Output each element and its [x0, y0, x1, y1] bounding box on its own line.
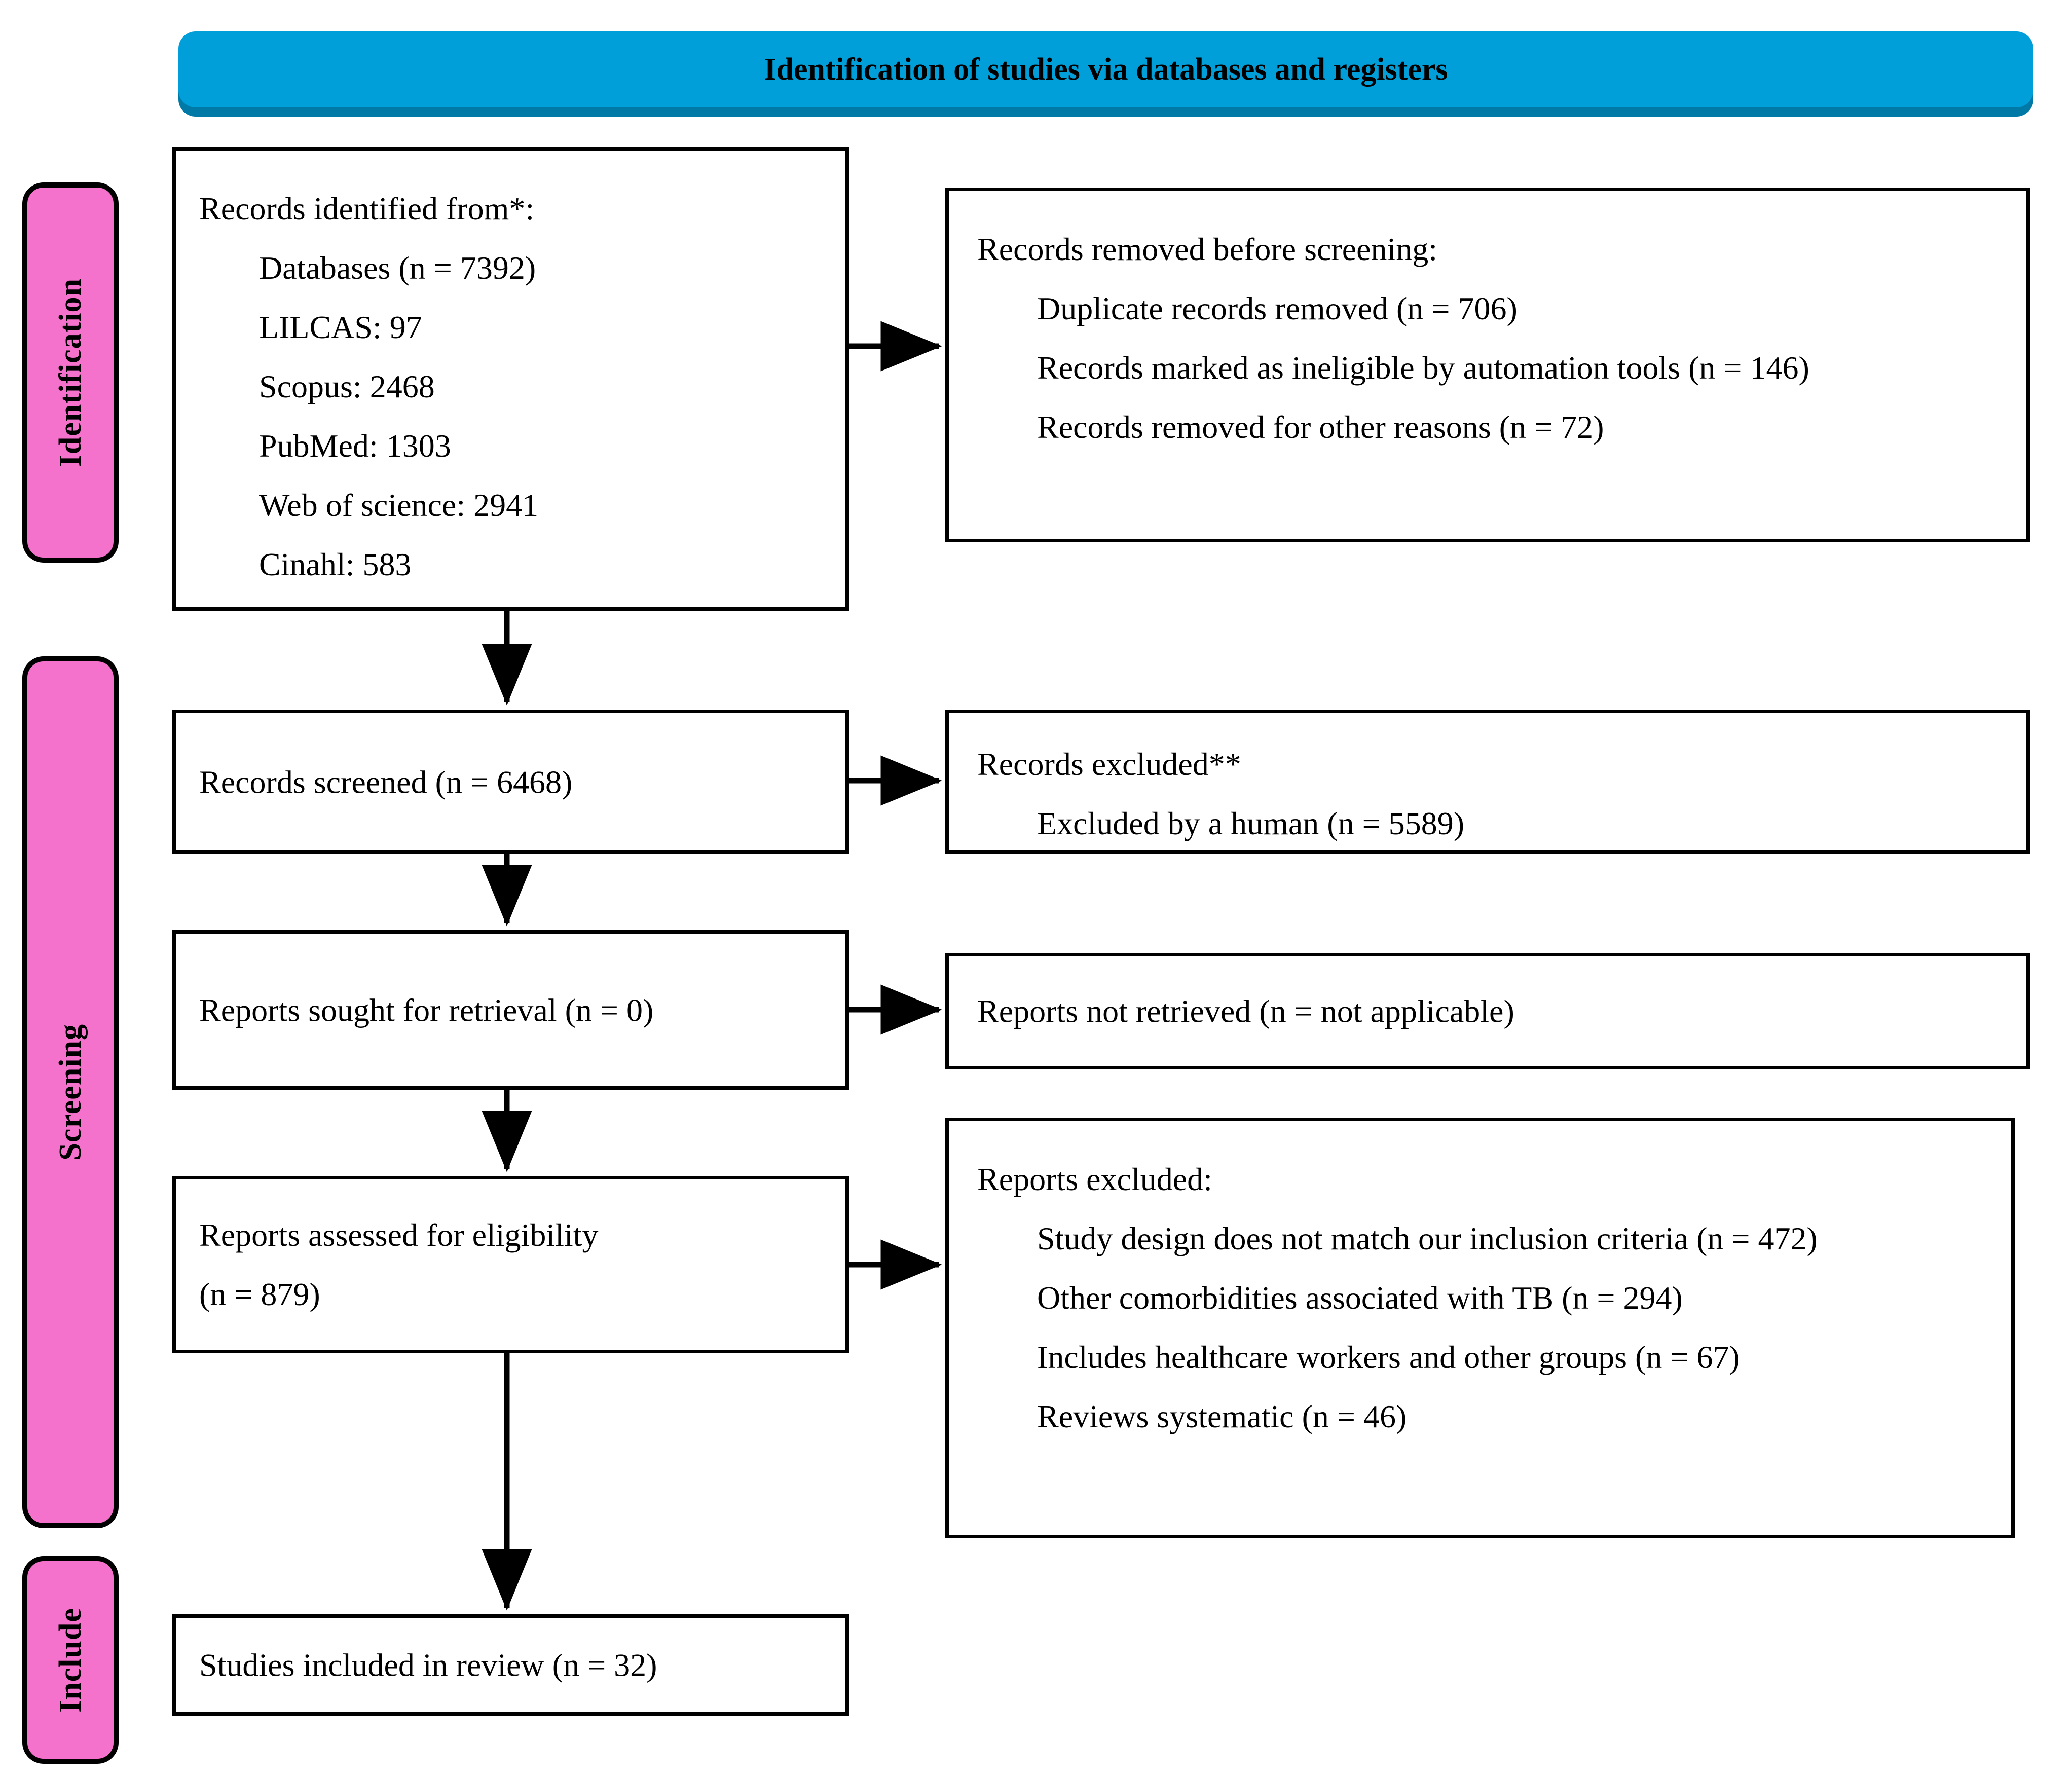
records-screened-text: Records screened (n = 6468): [199, 764, 573, 800]
records-identified-item-4: Web of science: 2941: [259, 487, 539, 523]
records-identified-item-1: LILCAS: 97: [259, 309, 422, 345]
records-removed-heading: Records removed before screening:: [977, 219, 2003, 279]
reports-assessed-line-2: (n = 879): [199, 1276, 320, 1312]
reports-not-retrieved-text: Reports not retrieved (n = not applicabl…: [977, 993, 1514, 1029]
box-reports-assessed-for-eligibility: Reports assessed for eligibility (n = 87…: [172, 1176, 849, 1353]
box-reports-not-retrieved: Reports not retrieved (n = not applicabl…: [945, 953, 2030, 1069]
stage-rail-identification: Identification: [22, 182, 119, 563]
reports-excluded-item-3: Reviews systematic (n = 46): [1037, 1398, 1407, 1434]
records-removed-heading-tail: :: [1428, 231, 1438, 267]
reports-sought-text: Reports sought for retrieval (n = 0): [199, 992, 654, 1028]
reports-excluded-item-2: Includes healthcare workers and other gr…: [1037, 1339, 1740, 1375]
records-identified-heading: Records identified from*:: [199, 191, 535, 227]
reports-excluded-item-1: Other comorbidities associated with TB (…: [1037, 1280, 1683, 1316]
records-identified-item-2: Scopus: 2468: [259, 368, 435, 404]
box-studies-included: Studies included in review (n = 32): [172, 1614, 849, 1716]
records-identified-item-3: PubMed: 1303: [259, 428, 451, 464]
records-identified-item-5: Cinahl: 583: [259, 546, 412, 582]
records-excluded-heading: Records excluded**: [977, 746, 1241, 782]
box-records-removed-before-screening: Records removed before screening: Duplic…: [945, 188, 2030, 542]
stage-label-screening: Screening: [53, 1024, 88, 1161]
reports-excluded-item-0: Study design does not match our inclusio…: [1037, 1220, 1818, 1256]
stage-label-include: Include: [53, 1607, 88, 1713]
banner-title: Identification of studies via databases …: [764, 52, 1448, 87]
records-removed-item-0: Duplicate records removed (n = 706): [1037, 290, 1518, 326]
records-removed-item-1: Records marked as ineligible by automati…: [1037, 350, 1809, 386]
records-removed-item-2: Records removed for other reasons (n = 7…: [1037, 409, 1604, 445]
reports-assessed-line-1: Reports assessed for eligibility: [199, 1217, 599, 1253]
stage-rail-screening: Screening: [22, 656, 119, 1528]
reports-excluded-heading: Reports excluded:: [977, 1161, 1212, 1197]
box-records-excluded: Records excluded** Excluded by a human (…: [945, 710, 2030, 854]
identification-banner: Identification of studies via databases …: [178, 31, 2033, 107]
box-reports-sought-for-retrieval: Reports sought for retrieval (n = 0): [172, 930, 849, 1090]
records-removed-heading-italic: before screening: [1213, 231, 1429, 267]
records-excluded-item-0: Excluded by a human (n = 5589): [1037, 805, 1464, 841]
records-identified-item-0: Databases (n = 7392): [259, 250, 536, 286]
stage-rail-include: Include: [22, 1556, 119, 1764]
records-removed-heading-plain: Records removed: [977, 231, 1213, 267]
box-reports-excluded: Reports excluded: Study design does not …: [945, 1118, 2015, 1538]
box-records-identified: Records identified from*: Databases (n =…: [172, 147, 849, 611]
stage-label-identification: Identification: [53, 278, 88, 467]
box-records-screened: Records screened (n = 6468): [172, 710, 849, 854]
studies-included-text: Studies included in review (n = 32): [199, 1647, 657, 1683]
